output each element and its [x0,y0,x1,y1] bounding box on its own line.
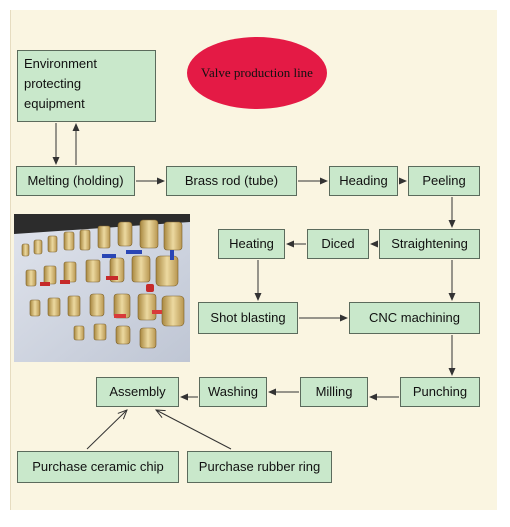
step-punching-label: Punching [412,383,468,399]
diagram-title-text: Valve production line [201,65,313,80]
step-purchase-ceramic-chip-label: Purchase ceramic chip [32,458,164,474]
step-cnc-machining: CNC machining [349,302,480,334]
step-heating-label: Heating [229,235,274,251]
step-melting: Melting (holding) [16,166,135,196]
valve-products-illustration [14,214,190,362]
step-peeling: Peeling [408,166,480,196]
step-shot-blasting-label: Shot blasting [210,309,286,325]
step-purchase-rubber-ring: Purchase rubber ring [187,451,332,483]
step-washing: Washing [199,377,267,407]
env-line-1: Environment [24,56,97,71]
step-shot-blasting: Shot blasting [198,302,298,334]
step-washing-label: Washing [207,383,259,399]
step-diced-label: Diced [321,235,355,251]
step-peeling-label: Peeling [422,172,466,188]
step-straightening: Straightening [379,229,480,259]
env-line-2: protecting [24,76,82,91]
step-heating: Heating [218,229,285,259]
step-assembly: Assembly [96,377,179,407]
step-straightening-label: Straightening [391,235,468,251]
step-melting-label: Melting (holding) [27,172,124,188]
step-milling: Milling [300,377,368,407]
step-assembly-label: Assembly [109,383,166,399]
step-brass-rod: Brass rod (tube) [166,166,297,196]
step-environment-protecting-equipment: Environment protecting equipment [17,50,156,122]
step-milling-label: Milling [315,383,353,399]
step-heading-label: Heading [339,172,388,188]
step-purchase-ceramic-chip: Purchase ceramic chip [17,451,179,483]
step-diced: Diced [307,229,369,259]
env-line-3: equipment [24,96,85,111]
step-heading: Heading [329,166,398,196]
step-punching: Punching [400,377,480,407]
valve-products-photo [14,214,190,362]
step-cnc-machining-label: CNC machining [368,309,461,325]
step-brass-rod-label: Brass rod (tube) [184,172,279,188]
diagram-title: Valve production line [187,37,327,109]
step-purchase-rubber-ring-label: Purchase rubber ring [198,458,321,474]
